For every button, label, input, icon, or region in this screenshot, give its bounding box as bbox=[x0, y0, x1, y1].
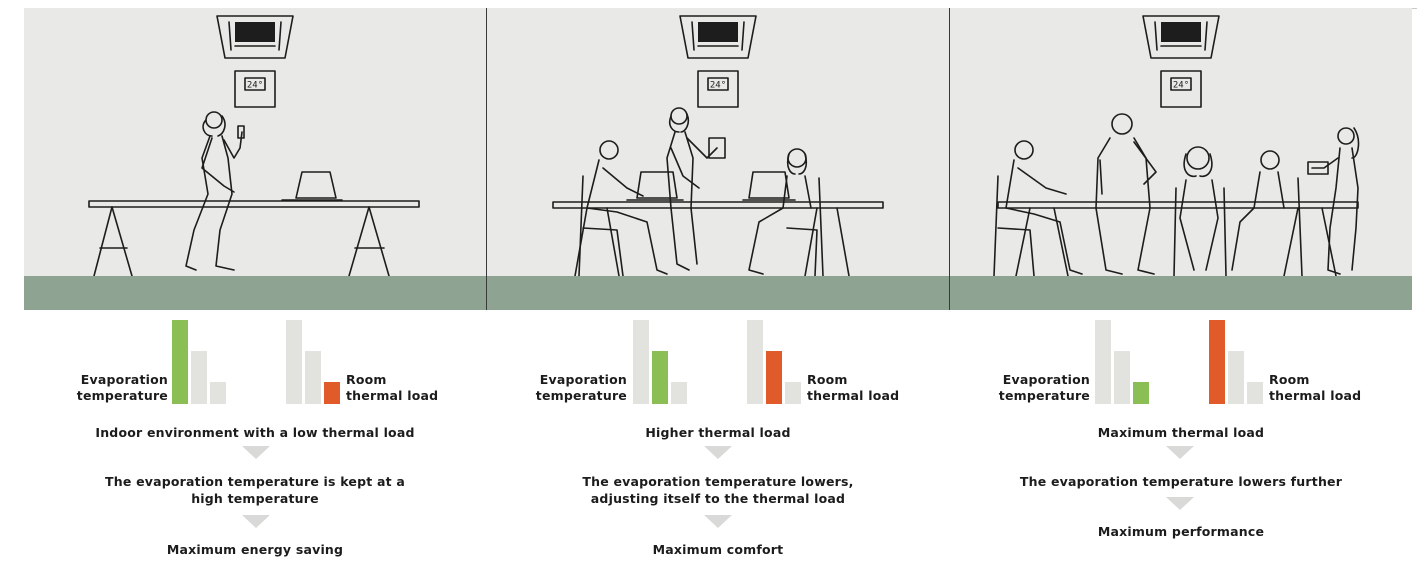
thermal-bar-1 bbox=[1209, 320, 1225, 404]
evaporation-bar-1 bbox=[1095, 320, 1111, 404]
standing-woman-with-tablet bbox=[1307, 127, 1360, 275]
thermal-bar-2 bbox=[1228, 351, 1244, 404]
thermal-bar-3 bbox=[785, 382, 801, 404]
wall-thermostat: 24° bbox=[234, 70, 276, 108]
desk bbox=[552, 201, 884, 277]
thermal-bar-2 bbox=[766, 351, 782, 404]
down-arrow-icon bbox=[242, 446, 270, 459]
seated-woman-center bbox=[1173, 146, 1227, 277]
down-arrow-icon bbox=[1166, 446, 1194, 459]
seated-woman bbox=[748, 148, 824, 277]
evaporation-bar-3 bbox=[210, 382, 226, 404]
seated-man bbox=[578, 140, 668, 277]
wall-thermostat: 24° bbox=[697, 70, 739, 108]
ceiling-ac-unit bbox=[679, 15, 757, 59]
step-1: Indoor environment with a low thermal lo… bbox=[95, 425, 415, 440]
step-2: The evaporation temperature lowers furth… bbox=[1019, 474, 1343, 489]
down-arrow-icon bbox=[704, 515, 732, 528]
seated-woman-right bbox=[1231, 150, 1303, 277]
scene-higher-load-illustration: 24° bbox=[487, 15, 949, 310]
seated-man bbox=[993, 140, 1083, 277]
step-1: Higher thermal load bbox=[645, 425, 791, 440]
scene-low-load: 24° bbox=[24, 8, 486, 310]
down-arrow-icon bbox=[704, 446, 732, 459]
thermal-bar-3 bbox=[324, 382, 340, 404]
evaporation-bar-1 bbox=[633, 320, 649, 404]
svg-text:24°: 24° bbox=[247, 81, 263, 91]
step-2: The evaporation temperature is kept at a… bbox=[105, 474, 405, 506]
evaporation-bar-3 bbox=[1133, 382, 1149, 404]
evaporation-bar-3 bbox=[671, 382, 687, 404]
laptops bbox=[626, 171, 796, 201]
thermal-bar-1 bbox=[286, 320, 302, 404]
laptop bbox=[281, 171, 343, 201]
down-arrow-icon bbox=[242, 515, 270, 528]
evaporation-bar-2 bbox=[1114, 351, 1130, 404]
svg-text:24°: 24° bbox=[1173, 81, 1189, 91]
evaporation-bar-1 bbox=[172, 320, 188, 404]
thermal-bar-3 bbox=[1247, 382, 1263, 404]
desk bbox=[88, 200, 420, 277]
desk bbox=[997, 201, 1359, 277]
ceiling-ac-unit bbox=[216, 15, 294, 59]
scene-max-load: 24° bbox=[950, 8, 1412, 310]
scene-max-load-illustration: 24° bbox=[950, 15, 1412, 310]
scene-low-load-illustration: 24° bbox=[24, 15, 486, 310]
scene-higher-load: 24° bbox=[487, 8, 949, 310]
ceiling-ac-unit bbox=[1142, 15, 1220, 59]
standing-woman-with-phone bbox=[185, 111, 245, 271]
divider-2 bbox=[949, 8, 950, 310]
wall-thermostat: 24° bbox=[1160, 70, 1202, 108]
evaporation-bar-2 bbox=[191, 351, 207, 404]
thermal-bar-2 bbox=[305, 351, 321, 404]
svg-text:24°: 24° bbox=[710, 81, 726, 91]
divider-1 bbox=[486, 8, 487, 310]
standing-man bbox=[1095, 113, 1157, 275]
thermal-bar-1 bbox=[747, 320, 763, 404]
step-1: Maximum thermal load bbox=[1097, 425, 1265, 440]
standing-woman-with-tablet bbox=[666, 107, 726, 271]
step-2: The evaporation temperature lowers, adju… bbox=[582, 474, 854, 506]
evaporation-bar-2 bbox=[652, 351, 668, 404]
down-arrow-icon bbox=[1166, 497, 1194, 510]
step-3: Maximum energy saving bbox=[166, 542, 344, 557]
step-3: Maximum performance bbox=[1097, 524, 1265, 539]
step-3: Maximum comfort bbox=[652, 542, 784, 557]
